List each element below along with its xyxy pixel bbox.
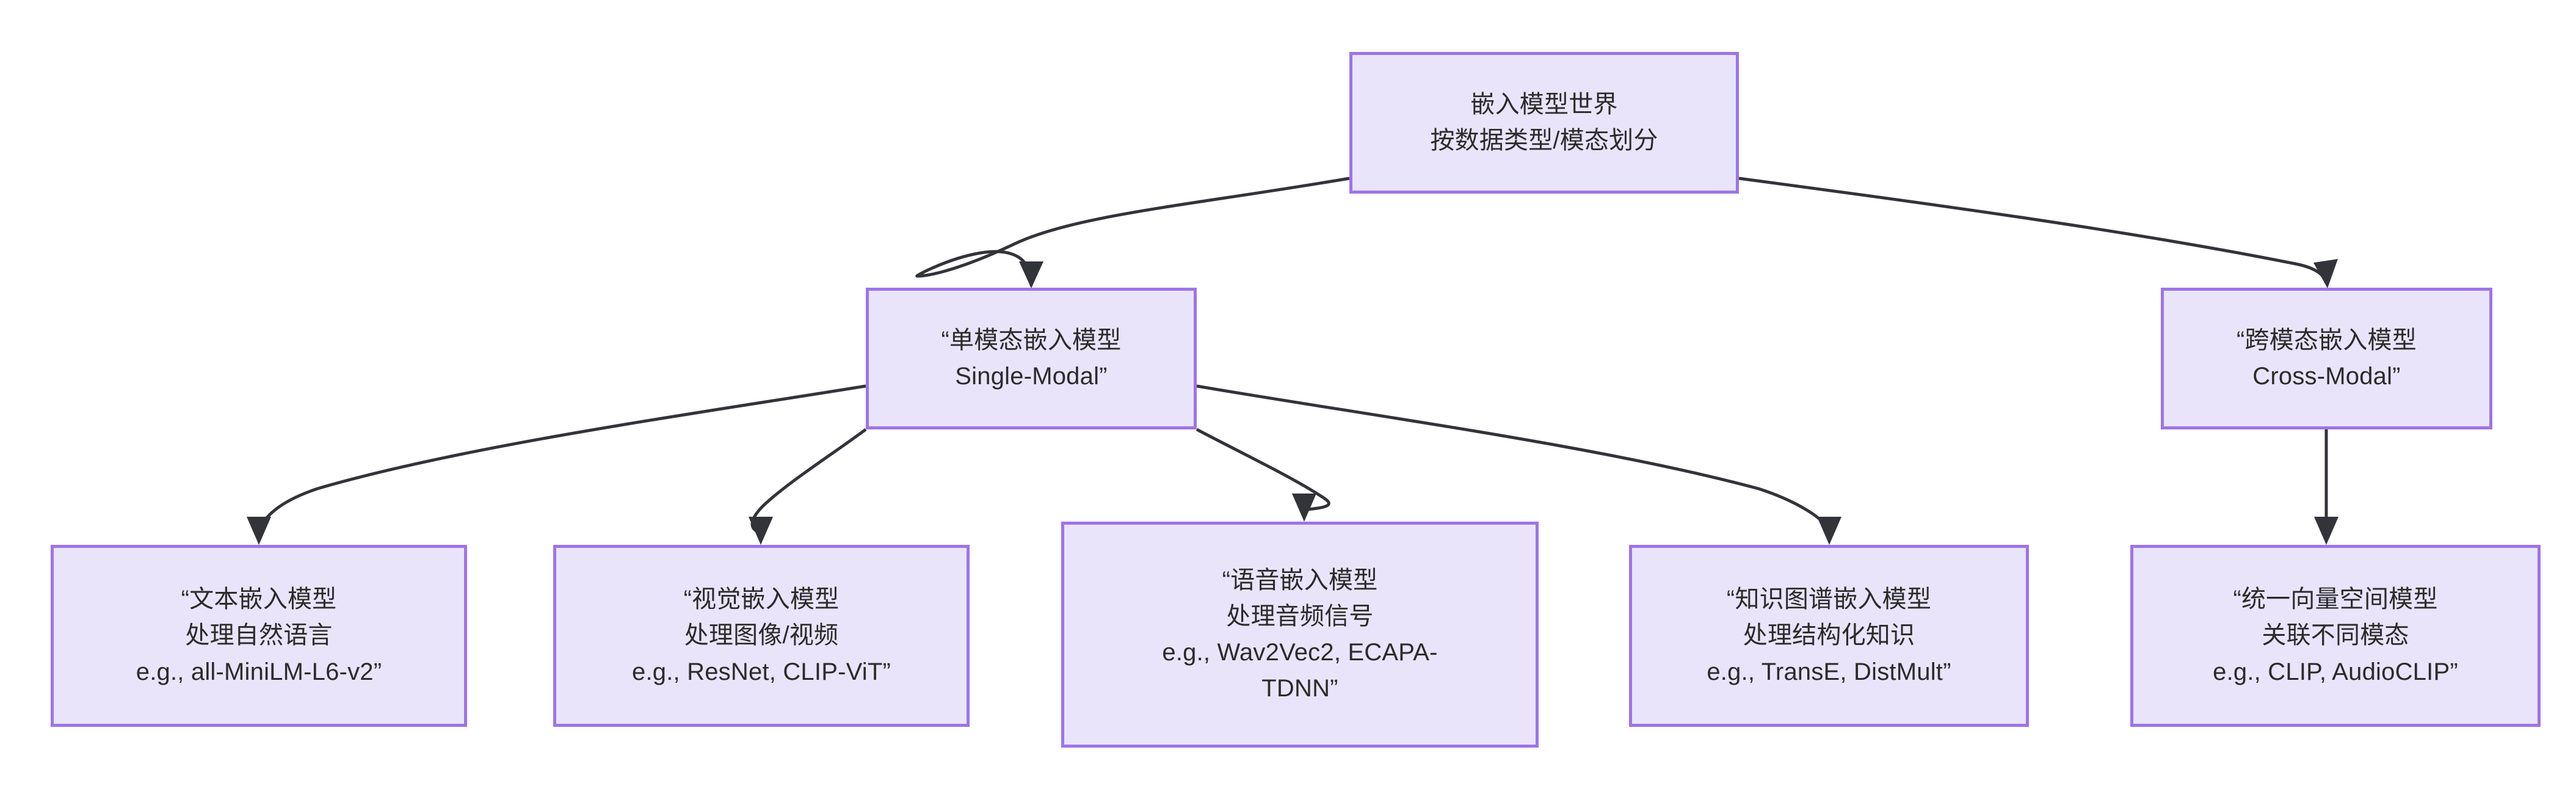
edge-root-to-cross-modal: [1738, 177, 2338, 288]
arrow-head-icon: [749, 517, 773, 545]
node-unified-vector-space[interactable]: “统一向量空间模型 关联不同模态 e.g., CLIP, AudioCLIP”: [2130, 545, 2541, 727]
node-single-modal-label: “单模态嵌入模型 Single-Modal”: [941, 326, 1122, 390]
node-vision-embedding[interactable]: “视觉嵌入模型 处理图像/视频 e.g., ResNet, CLIP-ViT”: [553, 545, 970, 727]
edge-cross-modal-to-unified-vector-space: [2314, 429, 2338, 545]
node-root-label: 嵌入模型世界 按数据类型/模态划分: [1430, 90, 1658, 154]
node-vision-embedding-label: “视觉嵌入模型 处理图像/视频 e.g., ResNet, CLIP-ViT”: [632, 586, 891, 685]
arrow-head-icon: [1292, 494, 1316, 522]
node-cross-modal-label: “跨模态嵌入模型 Cross-Modal”: [2237, 326, 2417, 390]
edge-single-modal-to-vision-embedding: [749, 428, 867, 545]
arrow-head-icon: [1817, 517, 1841, 545]
node-speech-embedding[interactable]: “语音嵌入模型 处理音频信号 e.g., Wav2Vec2, ECAPA- TD…: [1061, 522, 1539, 748]
edge-single-modal-to-text-embedding: [247, 384, 866, 545]
arrow-head-icon: [2313, 259, 2338, 288]
edge-root-to-single-modal: [915, 177, 1350, 288]
arrow-head-icon: [2314, 517, 2338, 545]
arrow-head-icon: [247, 517, 271, 545]
node-kg-embedding-label: “知识图谱嵌入模型 处理结构化知识 e.g., TransE, DistMult…: [1707, 586, 1951, 685]
node-single-modal[interactable]: “单模态嵌入模型 Single-Modal”: [866, 288, 1197, 429]
arrow-head-icon: [1019, 261, 1043, 288]
node-unified-vector-space-label: “统一向量空间模型 关联不同模态 e.g., CLIP, AudioCLIP”: [2213, 586, 2458, 685]
node-text-embedding[interactable]: “文本嵌入模型 处理自然语言 e.g., all-MiniLM-L6-v2”: [51, 545, 467, 727]
node-cross-modal[interactable]: “跨模态嵌入模型 Cross-Modal”: [2161, 288, 2492, 429]
node-text-embedding-label: “文本嵌入模型 处理自然语言 e.g., all-MiniLM-L6-v2”: [136, 586, 382, 685]
node-kg-embedding[interactable]: “知识图谱嵌入模型 处理结构化知识 e.g., TransE, DistMult…: [1629, 545, 2029, 727]
node-root[interactable]: 嵌入模型世界 按数据类型/模态划分: [1349, 52, 1739, 194]
edge-single-modal-to-speech-embedding: [1195, 428, 1330, 522]
edge-single-modal-to-kg-embedding: [1196, 384, 1841, 545]
node-speech-embedding-label: “语音嵌入模型 处理音频信号 e.g., Wav2Vec2, ECAPA- TD…: [1162, 566, 1438, 702]
